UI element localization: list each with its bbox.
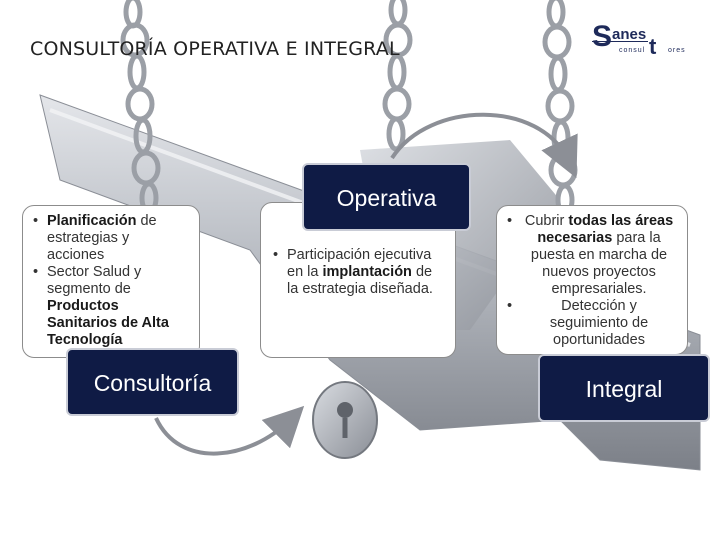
page-title: CONSULTORÍA OPERATIVA E INTEGRAL [30, 38, 400, 60]
list-item: Detección y seguimiento de oportunidades [507, 298, 677, 349]
bullet-bold: Productos Sanitarios de Alta Tecnología [47, 298, 169, 348]
curved-arrow-icon [154, 405, 305, 456]
list-item: Cubrir todas las áreas necesarias para l… [507, 213, 677, 298]
bullet-text: para la puesta en marcha de nuevos proye… [530, 230, 668, 297]
bullet-bold: Planificación [47, 213, 137, 229]
logo-letter-t: t [649, 34, 657, 59]
bullet-text: Cubrir [524, 213, 569, 229]
logo-letter-s: S [592, 20, 613, 53]
curved-arrow-icon [390, 112, 578, 179]
logo-ores: ores [668, 47, 686, 54]
company-logo: S anes t consul ores [592, 20, 692, 59]
consultoria-bullet-list: Planificación de estrategias y acciones … [33, 213, 189, 349]
operativa-bullet-list: Participación ejecutiva en la implantaci… [273, 247, 443, 298]
list-item: Participación ejecutiva en la implantaci… [273, 247, 443, 298]
integral-bullet-list: Cubrir todas las áreas necesarias para l… [507, 213, 677, 349]
logo-anes: anes [612, 26, 647, 43]
bullet-bold: implantación [322, 264, 412, 280]
list-item: Planificación de estrategias y acciones [33, 213, 189, 264]
padlock-icon [312, 381, 378, 459]
bullet-text: de estrategias y acciones [47, 213, 157, 263]
bullet-text: Participación ejecutiva en la [287, 247, 432, 280]
bullet-text: de la estrategia diseñada. [287, 264, 433, 297]
consultoria-label: Consultoría [66, 348, 239, 416]
logo-consul: consul [619, 47, 646, 54]
bullet-bold: todas las áreas necesarias [537, 213, 674, 246]
integral-card: Cubrir todas las áreas necesarias para l… [496, 205, 688, 355]
bullet-text: Sector Salud y segmento de [47, 264, 142, 297]
operativa-label: Operativa [302, 163, 471, 231]
bullet-text: Detección y seguimiento de oportunidades [549, 298, 649, 348]
consultoria-card: Planificación de estrategias y acciones … [22, 205, 200, 358]
list-item: Sector Salud y segmento de Productos San… [33, 264, 189, 349]
integral-label: Integral [538, 354, 710, 422]
